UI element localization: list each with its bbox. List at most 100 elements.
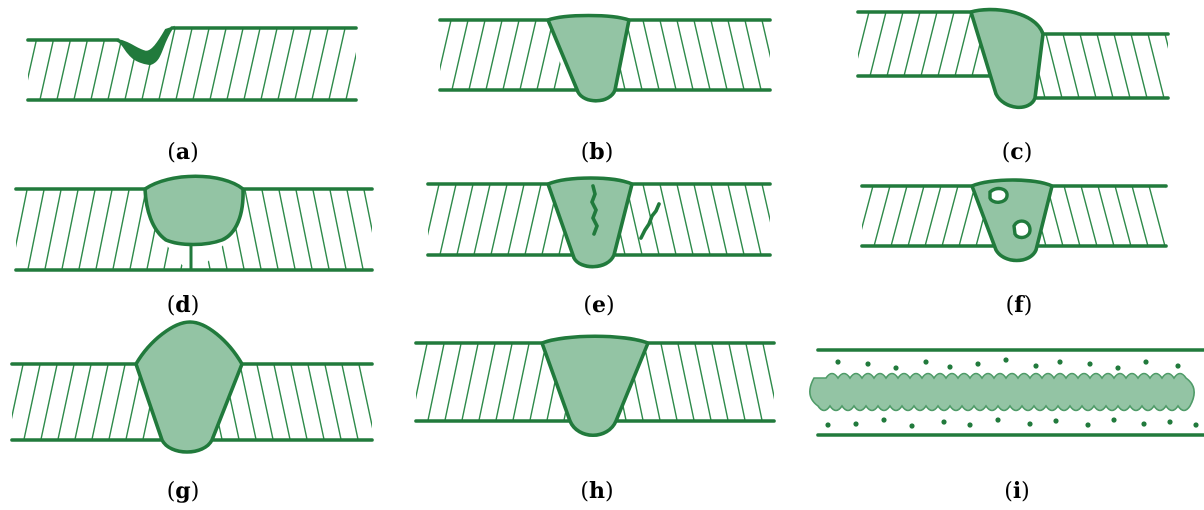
spatter-dot	[1175, 363, 1181, 369]
spatter-dot	[967, 422, 973, 428]
hatch-line	[1062, 186, 1082, 246]
hatch-line	[174, 28, 194, 100]
pore-defect	[988, 186, 1009, 204]
hatch-line	[923, 186, 943, 246]
hatch-line	[243, 189, 263, 270]
hatch-line	[936, 12, 956, 76]
spatter-dot	[881, 417, 887, 423]
hatch-line	[494, 343, 514, 421]
spatter-dot	[865, 361, 871, 367]
hatch-line	[157, 28, 177, 100]
panel-label-a: (a)	[167, 139, 199, 165]
hatch-line	[675, 20, 695, 90]
hatch-line	[761, 343, 774, 421]
hatch-line	[778, 180, 796, 259]
hatch-line	[658, 20, 678, 90]
hatch-line	[94, 189, 114, 270]
hatch-line	[26, 189, 46, 270]
left-plate-hatch	[822, 182, 996, 250]
hatch-line	[0, 24, 6, 104]
hatch-line	[676, 343, 696, 421]
spatter-dot	[825, 422, 831, 428]
hatch-line	[388, 180, 406, 259]
hatch-line	[872, 186, 892, 246]
hatch-line	[272, 364, 292, 440]
hatch-line	[327, 28, 347, 100]
hatch-line	[323, 364, 343, 440]
hatch-line	[858, 12, 871, 76]
weld-crack-defect	[590, 184, 599, 236]
weld-bead	[540, 334, 650, 437]
hatch-line	[484, 20, 504, 90]
spatter-dot	[1057, 359, 1063, 365]
hatch-line	[380, 185, 398, 274]
spatter-dot	[1141, 421, 1147, 427]
hatch-line	[417, 16, 435, 94]
hatch-line	[919, 12, 939, 76]
hatch-line	[1129, 34, 1149, 98]
hatch-line	[760, 184, 770, 255]
hatch-line	[1044, 34, 1064, 98]
hatch-line	[779, 339, 797, 425]
hatch-line	[940, 186, 960, 246]
hatch-line	[128, 189, 148, 270]
hatch-line	[289, 364, 309, 440]
hatch-line	[255, 364, 275, 440]
panel-e-diagram	[388, 176, 796, 269]
hatch-line	[393, 339, 411, 425]
hatch-line	[743, 20, 763, 90]
hatch-line	[277, 189, 297, 270]
spatter-dot	[947, 364, 953, 370]
spatter-dot	[1193, 422, 1199, 428]
hatch-line	[242, 28, 262, 100]
undercut-defect	[115, 25, 175, 66]
hatch-line	[39, 364, 59, 440]
hatch-line	[73, 364, 93, 440]
weld-bead	[546, 176, 634, 269]
hatch-line	[1079, 186, 1099, 246]
hatch-line	[396, 24, 414, 104]
hatch-line	[362, 24, 380, 104]
hatch-line	[1164, 186, 1166, 246]
hatch-line	[778, 16, 796, 94]
hatch-line	[310, 28, 330, 100]
hatch-line	[357, 364, 372, 440]
hatch-line	[709, 20, 729, 90]
hatch-line	[443, 343, 463, 421]
weld-bead	[969, 7, 1045, 110]
weld-bead	[546, 13, 631, 103]
weld-bead	[970, 178, 1054, 263]
hatch-line	[426, 343, 446, 421]
left-plate-hatch	[12, 364, 162, 440]
hatch-line	[822, 182, 840, 250]
panel-label-e: (e)	[583, 292, 615, 318]
hatch-line	[440, 20, 453, 90]
hatch-line	[191, 28, 211, 100]
hatch-line	[868, 12, 888, 76]
panel-h-diagram	[393, 334, 797, 437]
hatch-line	[225, 28, 245, 100]
hatch-line	[743, 184, 763, 255]
hatch-line	[693, 343, 713, 421]
spatter-dot	[923, 359, 929, 365]
hatch-line	[1061, 34, 1081, 98]
hatch-line	[379, 24, 397, 104]
hatch-line	[16, 189, 29, 270]
pore-defect	[1012, 219, 1032, 240]
spatter-dot	[893, 365, 899, 371]
panel-d-diagram	[14, 174, 398, 274]
hatch-line	[675, 184, 695, 255]
hatch-line	[43, 189, 63, 270]
hatch-line	[835, 8, 853, 80]
spatter-dot	[1027, 421, 1033, 427]
hatch-line	[1078, 34, 1098, 98]
panel-label-f: (f)	[1005, 292, 1033, 318]
hatch-line	[658, 184, 678, 255]
hatch-line	[438, 184, 458, 255]
weld-bead	[134, 320, 244, 454]
hatch-line	[1112, 34, 1132, 98]
hatch-line	[1163, 34, 1168, 98]
hatch-line	[760, 20, 770, 90]
spatter-dot	[1033, 363, 1039, 369]
